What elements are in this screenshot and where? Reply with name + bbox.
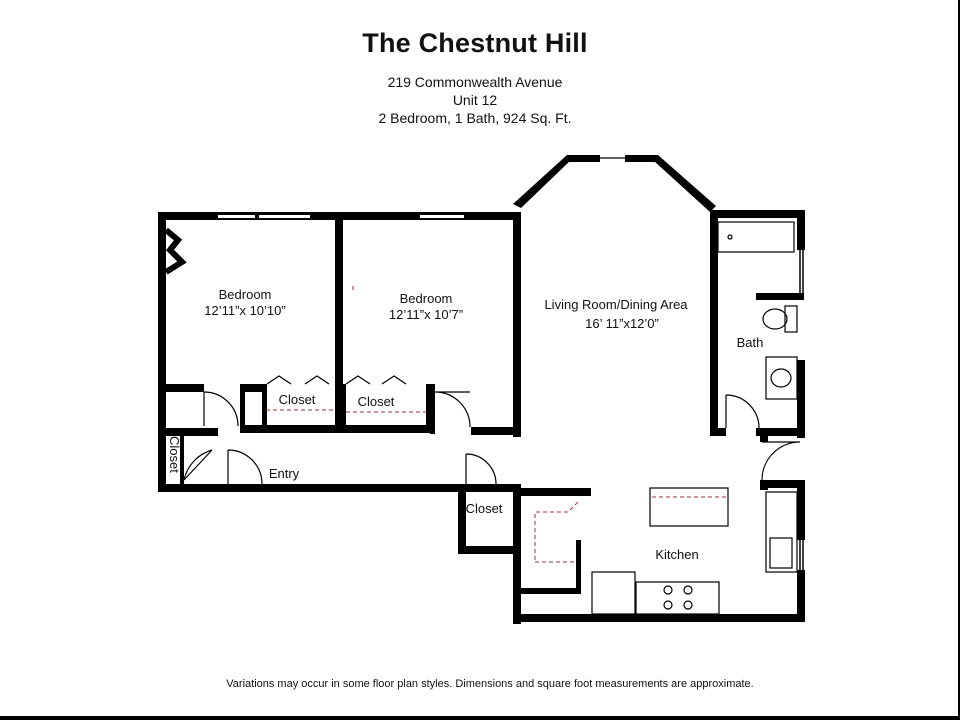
- closet-lower-label: Closet: [466, 501, 503, 516]
- bedroom1-name: Bedroom: [219, 287, 272, 302]
- closet2-label: Closet: [358, 394, 395, 409]
- kitchen-label: Kitchen: [655, 547, 698, 562]
- living-dims: 16’ 11”x12’0”: [585, 316, 659, 331]
- bedroom2-name: Bedroom: [400, 291, 453, 306]
- address-line: 219 Commonwealth Avenue: [387, 74, 563, 90]
- living-name: Living Room/Dining Area: [544, 297, 688, 312]
- unit-line: Unit 12: [452, 92, 498, 108]
- disclaimer: Variations may occur in some floor plan …: [226, 678, 754, 690]
- walls: [158, 155, 805, 624]
- page-title: The Chestnut Hill: [362, 28, 588, 58]
- fixtures: [164, 157, 804, 615]
- bath-label: Bath: [737, 335, 764, 350]
- closet-side-label: Closet: [167, 436, 182, 473]
- summary-line: 2 Bedroom, 1 Bath, 924 Sq. Ft.: [378, 110, 572, 126]
- bedroom2-dims: 12’11”x 10’7”: [389, 307, 463, 322]
- closet1-label: Closet: [279, 392, 316, 407]
- bedroom1-dims: 12’11”x 10’10”: [204, 303, 285, 318]
- entry-label: Entry: [269, 466, 300, 481]
- hidden-lines: [266, 286, 726, 563]
